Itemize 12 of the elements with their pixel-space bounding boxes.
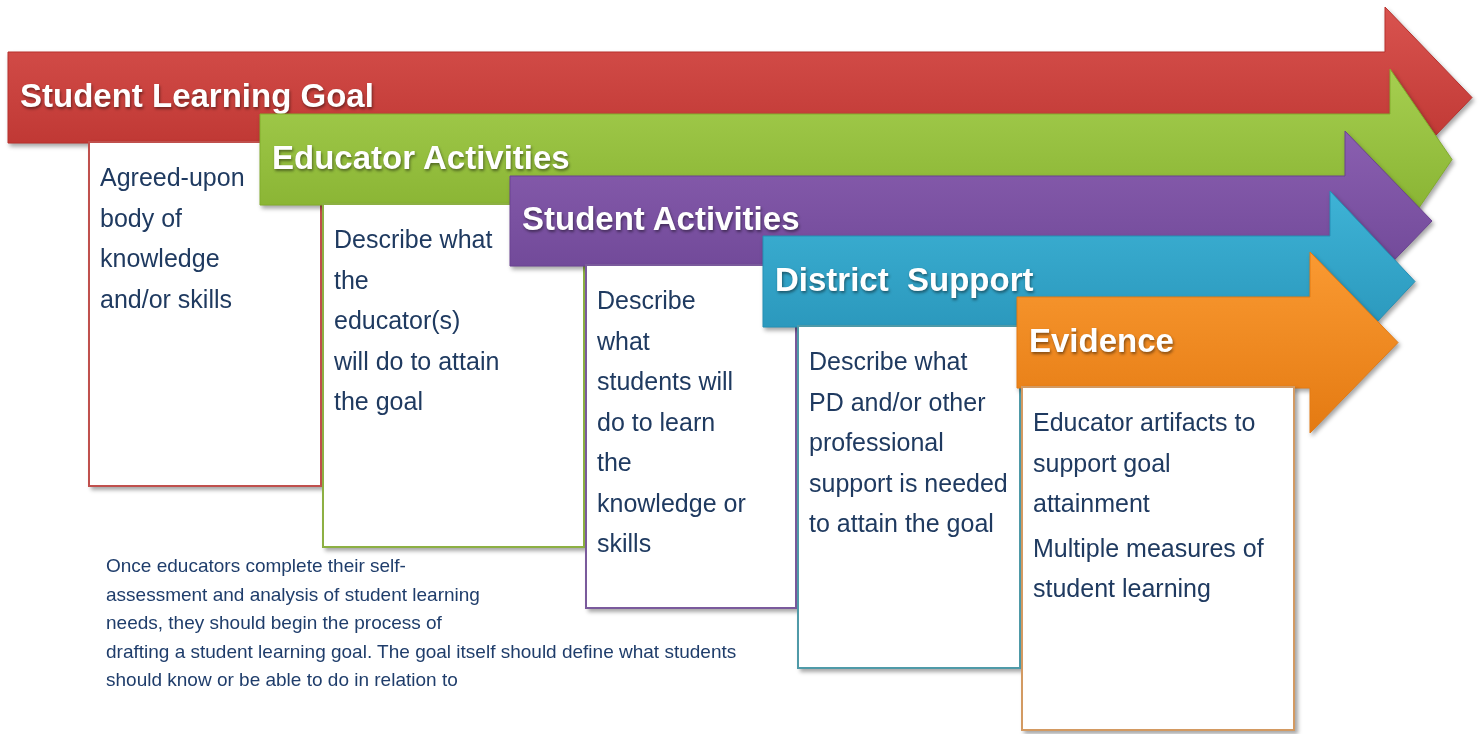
box-text: Agreed-upon body of knowledge and/or skills xyxy=(100,162,246,315)
arrow-title: Evidence xyxy=(1029,321,1174,360)
box-text: Describe what the educator(s) will do to attain the goal xyxy=(334,224,501,417)
text-box xyxy=(797,325,1021,669)
arrow-title: Educator Activities xyxy=(272,138,570,177)
arrow-title: Student Learning Goal xyxy=(20,76,374,115)
box-text: Describe what PD and/or other professional support is needed to attain the goal xyxy=(809,346,1009,539)
box-text: Educator artifacts to support goal attainment xyxy=(1033,407,1257,519)
arrow-title: Student Activities xyxy=(522,200,800,238)
box-text: Multiple measures of student learning xyxy=(1033,532,1265,604)
text-box xyxy=(1021,386,1295,731)
arrow-title: District Support xyxy=(775,260,1034,299)
